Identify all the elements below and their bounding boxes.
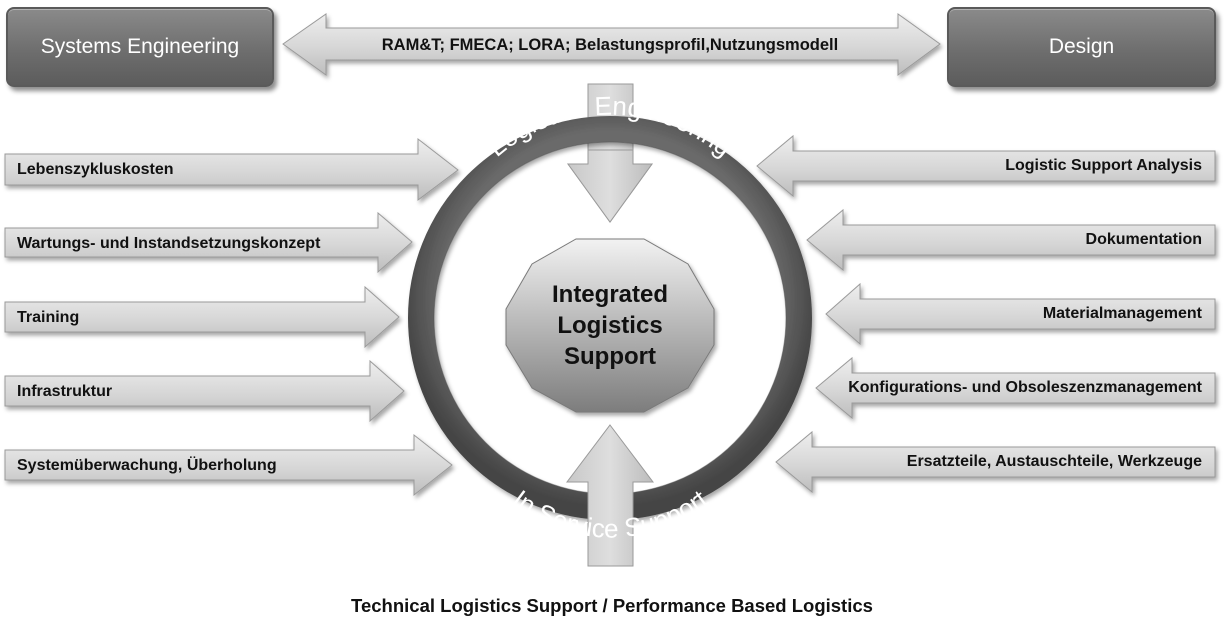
up-arrow-bottom (565, 424, 655, 567)
right-label-4: Konfigurations- und Obsoleszenzmanagemen… (848, 379, 1202, 396)
center-line-2: Logistics (557, 312, 662, 339)
right-arrow-3 (825, 282, 1216, 346)
systems-engineering-box: Systems Engineering (6, 7, 274, 87)
right-arrow-1 (756, 134, 1216, 198)
left-arrow-3 (4, 285, 400, 349)
left-label-3: Training (17, 309, 80, 326)
center-decagon (505, 238, 715, 413)
left-arrow-1 (4, 137, 459, 201)
left-arrow-2 (4, 211, 413, 274)
right-label-2: Dokumentation (1085, 231, 1202, 248)
systems-engineering-label: Systems Engineering (40, 35, 240, 58)
left-arrow-5 (4, 433, 453, 497)
right-arrow-5 (775, 430, 1216, 494)
left-label-2: Wartungs- und Instandsetzungskonzept (17, 235, 321, 252)
right-arrow-2 (806, 208, 1216, 272)
left-arrow-4 (4, 359, 405, 423)
right-label-3: Materialmanagement (1042, 305, 1202, 322)
left-label-1: Lebenszykluskosten (17, 161, 174, 178)
center-line-1: Integrated (552, 281, 668, 308)
top-arrow-label: RAM&T; FMECA; LORA; Belastungsprofil,Nut… (382, 36, 838, 54)
right-label-5: Ersatzteile, Austauschteile, Werkzeuge (906, 453, 1202, 470)
top-double-arrow (282, 13, 941, 76)
design-label: Design (1048, 35, 1115, 58)
left-label-5: Systemüberwachung, Überholung (17, 457, 277, 474)
footer-caption: Technical Logistics Support / Performanc… (351, 595, 873, 616)
design-box: Design (947, 7, 1216, 87)
left-label-4: Infrastruktur (17, 383, 113, 400)
right-arrow-4 (815, 356, 1216, 420)
right-label-1: Logistic Support Analysis (1005, 157, 1202, 174)
center-line-3: Support (564, 343, 656, 370)
